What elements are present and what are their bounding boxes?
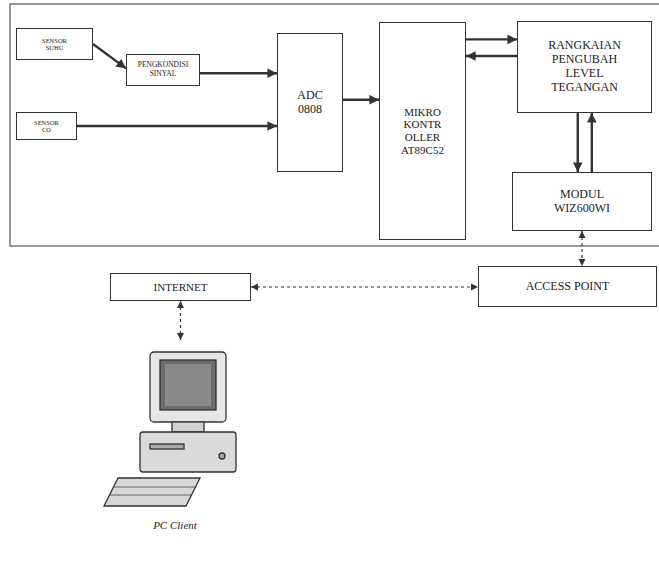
signal-arrow	[591, 113, 593, 172]
node-label: MODUL WIZ600WI	[541, 188, 623, 216]
node-label: PENGKONDISI SINYAL	[130, 61, 196, 78]
system-enclosure	[10, 4, 659, 246]
signal-arrow	[93, 44, 126, 68]
process-box: RANGKAIAN PENGUBAH LEVEL TEGANGAN	[517, 21, 652, 113]
signal-arrow	[200, 72, 277, 74]
node-label: INTERNET	[154, 281, 208, 294]
network-link	[180, 301, 181, 340]
node-label: SENSOR SUHU	[35, 37, 75, 52]
signal-arrow	[577, 113, 579, 172]
signal-arrow	[466, 38, 517, 40]
network-box: INTERNET	[110, 273, 251, 301]
client-node: PC Client	[100, 340, 250, 532]
process-box: MODUL WIZ600WI	[512, 172, 652, 231]
network-link	[581, 231, 582, 266]
node-label: SENSOR CO	[30, 119, 64, 134]
network-link	[251, 286, 478, 287]
signal-arrow	[343, 99, 379, 101]
process-box: ADC 0808	[277, 33, 343, 172]
node-label: PC Client	[153, 519, 197, 532]
process-box: MIKRO KONTR OLLER AT89C52	[379, 22, 466, 240]
node-label: MIKRO KONTR OLLER AT89C52	[395, 106, 450, 157]
sensor-box: SENSOR SUHU	[16, 28, 93, 60]
network-box: ACCESS POINT	[478, 266, 657, 307]
node-label: ADC 0808	[288, 89, 332, 117]
node-label: ACCESS POINT	[526, 280, 610, 294]
process-box: PENGKONDISI SINYAL	[126, 54, 200, 86]
signal-arrow	[466, 55, 517, 57]
node-label: RANGKAIAN PENGUBAH LEVEL TEGANGAN	[537, 39, 632, 94]
sensor-box: SENSOR CO	[16, 112, 77, 140]
computer-icon	[104, 352, 236, 506]
signal-arrow	[77, 125, 277, 127]
